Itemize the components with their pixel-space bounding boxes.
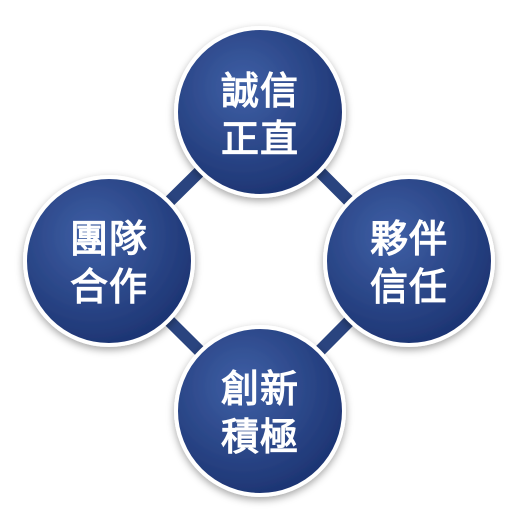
node-top-circle [174,26,346,198]
node-right-line2: 信任 [370,265,448,309]
node-left-circle [23,175,195,347]
node-right-circle [323,175,495,347]
node-left-line1: 團隊 [70,217,148,261]
node-top-line1: 誠信 [221,69,299,113]
node-top: 誠信 正直 [174,26,346,198]
node-right: 夥伴 信任 [323,175,495,347]
node-left-line2: 合作 [70,265,148,309]
node-bottom-line2: 積極 [221,415,299,459]
node-bottom-line1: 創新 [221,367,299,411]
node-left: 團隊 合作 [23,175,195,347]
node-bottom-circle [174,325,346,497]
node-top-line2: 正直 [221,117,299,161]
node-bottom: 創新 積極 [174,325,346,497]
node-right-line1: 夥伴 [370,217,448,261]
